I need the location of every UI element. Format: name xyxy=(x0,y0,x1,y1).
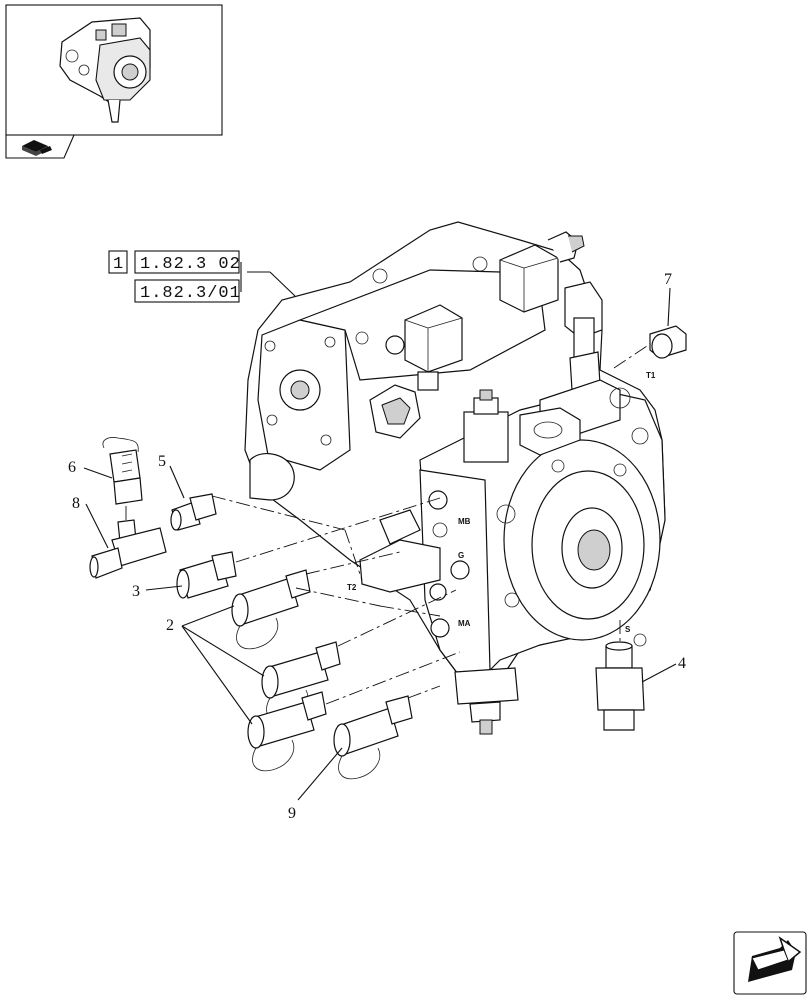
part-4-adapter xyxy=(595,641,645,731)
part-2-test-coupling-a xyxy=(231,569,311,650)
part-8-tee-fitting xyxy=(89,519,167,579)
thumbnail-pump-sketch xyxy=(59,17,151,123)
adjust-knob xyxy=(369,384,421,439)
part-6-quick-coupling xyxy=(102,437,143,505)
book-icon xyxy=(22,140,52,156)
port-label-mb: MB xyxy=(458,517,471,526)
part-5-adapter xyxy=(170,493,217,531)
port-label-t1: T1 xyxy=(646,371,656,380)
assembly-lines xyxy=(125,343,651,705)
port-label-ma: MA xyxy=(458,619,471,628)
solenoid-right xyxy=(499,231,585,313)
callout-7: 7 xyxy=(664,271,672,288)
reference-group xyxy=(108,250,296,303)
port-label-g: G xyxy=(458,551,464,560)
callout-4: 4 xyxy=(678,655,686,672)
next-page-arrow-icon xyxy=(748,936,802,982)
part-3-adapter xyxy=(176,551,237,599)
callout-5: 5 xyxy=(158,453,166,470)
reference-1[interactable]: 1.82.3 02 xyxy=(140,255,241,274)
plug-7 xyxy=(649,325,687,359)
pump-assembly xyxy=(244,221,687,735)
callout-2: 2 xyxy=(166,617,174,634)
callout-3: 3 xyxy=(132,583,140,600)
callout-8: 8 xyxy=(72,495,80,512)
pressure-stud xyxy=(463,389,509,463)
book-tab[interactable] xyxy=(5,134,75,159)
part-9-test-coupling xyxy=(333,695,413,780)
thumbnail-frame xyxy=(5,4,223,136)
solenoid-left xyxy=(385,304,463,391)
part-2-test-coupling-c xyxy=(247,691,327,772)
callout-9: 9 xyxy=(288,805,296,822)
control-valve-stack xyxy=(564,281,603,391)
leader-lines xyxy=(83,287,677,801)
callout-6: 6 xyxy=(68,459,76,476)
bottom-valve xyxy=(454,667,519,735)
next-page-button[interactable] xyxy=(733,931,807,995)
port-label-t2: T2 xyxy=(347,583,357,592)
front-flange xyxy=(496,427,661,647)
reference-box-number: 1 xyxy=(113,255,124,274)
reference-2[interactable]: 1.82.3/01 xyxy=(140,284,241,303)
port-label-s: S xyxy=(625,625,631,634)
